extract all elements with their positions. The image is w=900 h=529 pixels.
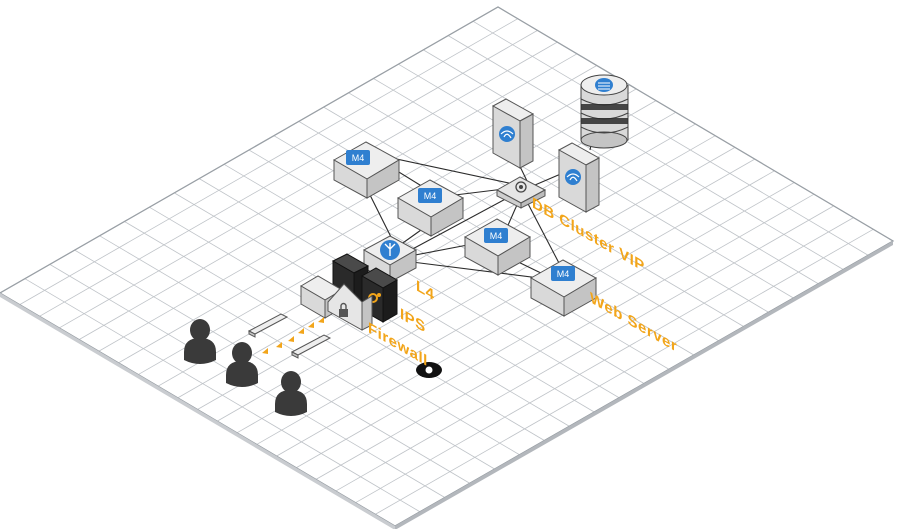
user-icon — [275, 371, 307, 416]
firewall-slabs[interactable] — [247, 313, 332, 359]
server-icon: M4 — [484, 228, 508, 243]
server-icon: M4 — [346, 150, 370, 165]
svg-text:M4: M4 — [557, 269, 570, 279]
database-stack[interactable] — [580, 74, 629, 149]
lock-icon — [339, 302, 348, 317]
user-1 — [184, 319, 216, 364]
database-icon — [565, 169, 581, 185]
link-lb-router — [406, 194, 514, 253]
grid-line — [217, 135, 716, 422]
arrow-icons — [262, 317, 324, 354]
database-icon — [595, 78, 613, 92]
grid-line — [375, 228, 874, 515]
svg-text:M4: M4 — [424, 191, 437, 201]
server-icon: M4 — [418, 188, 442, 203]
camera-icon — [425, 366, 433, 374]
firewall-appliance[interactable] — [327, 283, 373, 331]
server-web[interactable]: M4 — [529, 259, 598, 317]
link-router-web — [524, 197, 561, 266]
db-tower-right[interactable] — [557, 142, 601, 213]
camera-badge[interactable] — [416, 362, 442, 378]
iso-floor — [0, 6, 895, 529]
grid-line — [276, 170, 775, 457]
server-m4-right[interactable]: M4 — [463, 218, 532, 276]
database-icon — [499, 126, 515, 142]
user-3 — [275, 371, 307, 416]
svg-text:M4: M4 — [490, 231, 503, 241]
grid-line — [236, 147, 736, 434]
server-m4-mid[interactable]: M4 — [396, 179, 465, 237]
user-icon — [184, 319, 216, 364]
load-balancer-l4[interactable] — [362, 235, 418, 283]
grid-line — [256, 158, 755, 445]
grid-line — [39, 30, 538, 317]
db-cluster-vip-router[interactable] — [495, 176, 547, 209]
grid-line — [355, 217, 854, 504]
grid-line — [296, 182, 795, 469]
grid-line — [78, 53, 578, 340]
grid-line — [138, 88, 637, 375]
user-2 — [226, 342, 258, 387]
router-icon — [515, 181, 527, 193]
server-m4-top[interactable]: M4 — [332, 141, 401, 199]
grid-line — [59, 41, 558, 329]
user-icon — [226, 342, 258, 387]
load-balancer-icon — [380, 240, 400, 260]
grid-line — [315, 193, 815, 480]
server-icon: M4 — [551, 266, 575, 281]
link-m4a-router — [377, 154, 519, 186]
grid-line — [335, 205, 834, 492]
db-tower-left[interactable] — [491, 98, 535, 169]
grid-line — [19, 18, 518, 305]
link-lb-web — [411, 261, 556, 281]
svg-text:M4: M4 — [352, 153, 365, 163]
